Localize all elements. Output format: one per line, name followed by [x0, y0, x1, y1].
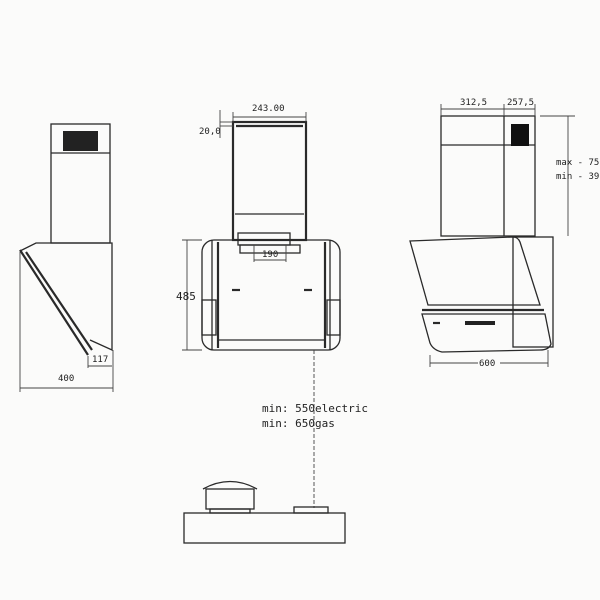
- cooktop-view: min: 550electric min: 650gas: [183, 402, 368, 544]
- dim-485: 485: [176, 290, 196, 303]
- glass-panel: [409, 236, 541, 306]
- vent-grille-icon: [63, 131, 98, 151]
- dim-max: max - 750: [556, 158, 600, 168]
- pot-icon: [205, 488, 255, 510]
- cooktop: [183, 512, 346, 544]
- front-chimney: [231, 120, 308, 242]
- side-body: [19, 242, 113, 352]
- dim-400: 400: [58, 374, 74, 384]
- clearance-gas: min: 650gas: [262, 417, 335, 430]
- clearance-electric: min: 550electric: [262, 402, 368, 415]
- wall-plate: [512, 236, 554, 348]
- burner-icon: [293, 506, 329, 514]
- dim-min: min - 390: [556, 172, 600, 182]
- dim-117: 117: [92, 355, 108, 365]
- dim-190: 190: [262, 250, 278, 260]
- front-view: 243.00 20,0 190 485: [176, 104, 341, 508]
- side-view: 400 117: [19, 123, 114, 392]
- front-body: [201, 239, 341, 351]
- vent-grille-icon: [511, 124, 529, 146]
- angled-view: 312,5 257,5 max - 750 min - 390 600: [409, 98, 600, 369]
- dim-257-5: 257,5: [507, 98, 534, 108]
- dim-600: 600: [479, 359, 495, 369]
- control-panel: [421, 313, 552, 353]
- dim-312-5: 312,5: [460, 98, 487, 108]
- dim-243: 243.00: [252, 104, 285, 114]
- angled-chimney: [440, 115, 536, 237]
- dim-20: 20,0: [199, 127, 221, 137]
- control-buttons[interactable]: [465, 321, 495, 325]
